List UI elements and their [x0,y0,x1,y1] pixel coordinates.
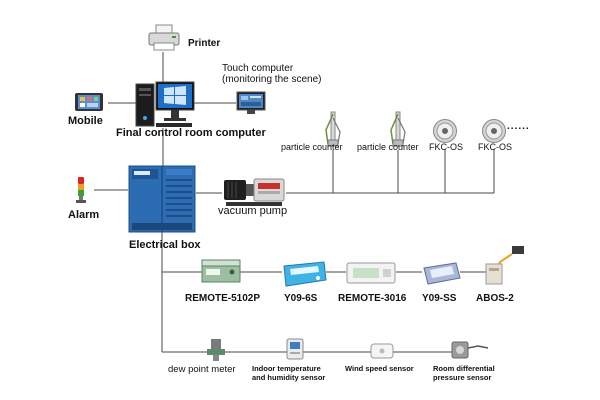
electrical-box-cabinet-icon [128,165,196,233]
fkc-os-label-1: FKC-OS [429,142,464,152]
vacuum-pump-label: vacuum pump [218,205,288,217]
alarm-label: Alarm [68,209,100,221]
remote-3016-device-icon [346,262,396,284]
y09-6s-label: Y09-6S [284,293,318,304]
printer-icon [148,24,180,51]
touch-monitor-icon [236,91,266,114]
particle-counter-icon [325,111,341,147]
mobile-tablet-icon [75,93,103,111]
y09-ss-device-icon [423,262,461,285]
particle-counter-icon [390,111,406,147]
electrical-box-label: Electrical box [129,239,201,251]
wind-speed-sensor-label: Wind speed sensor [345,364,414,373]
mobile-label: Mobile [68,115,103,127]
more-ellipsis: ...... [507,121,530,132]
final-control-room-computer-label: Final control room computer [116,127,266,139]
fkc-os-sensor-icon [482,119,506,143]
vacuum-pump-icon [224,178,285,206]
wind-speed-sensor-icon [370,343,394,359]
y09-ss-label: Y09-SS [422,293,457,304]
y09-6s-device-icon [283,261,327,287]
room-diff-pressure-label-1: Room differential [433,364,495,373]
room-diff-pressure-label-2: pressure sensor [433,373,492,382]
indoor-temp-humidity-sensor-icon [286,338,304,360]
particle-counter-label-1: particle counter [281,142,343,152]
alarm-tower-light-icon [76,177,86,203]
printer-label: Printer [188,38,221,49]
touch-computer-label: Touch computer [222,63,294,74]
indoor-temp-label-2: and humidity sensor [252,373,326,382]
dew-point-meter-label: dew point meter [168,364,236,375]
fkc-os-sensor-icon [433,119,457,143]
indoor-temp-label-1: Indoor temperature [252,364,321,373]
particle-counter-label-2: particle counter [357,142,419,152]
touch-computer-sublabel: (monitoring the scene) [222,74,322,85]
abos-2-device-icon [485,246,524,285]
fkc-os-label-2: FKC-OS [478,142,513,152]
dew-point-meter-icon [207,339,225,361]
remote-5102p-device-icon [201,259,241,283]
remote-3016-label: REMOTE-3016 [338,293,407,304]
abos-2-label: ABOS-2 [476,293,514,304]
room-differential-pressure-sensor-icon [451,341,489,359]
remote-5102p-label: REMOTE-5102P [185,293,261,304]
control-room-computer-icon [135,81,195,127]
